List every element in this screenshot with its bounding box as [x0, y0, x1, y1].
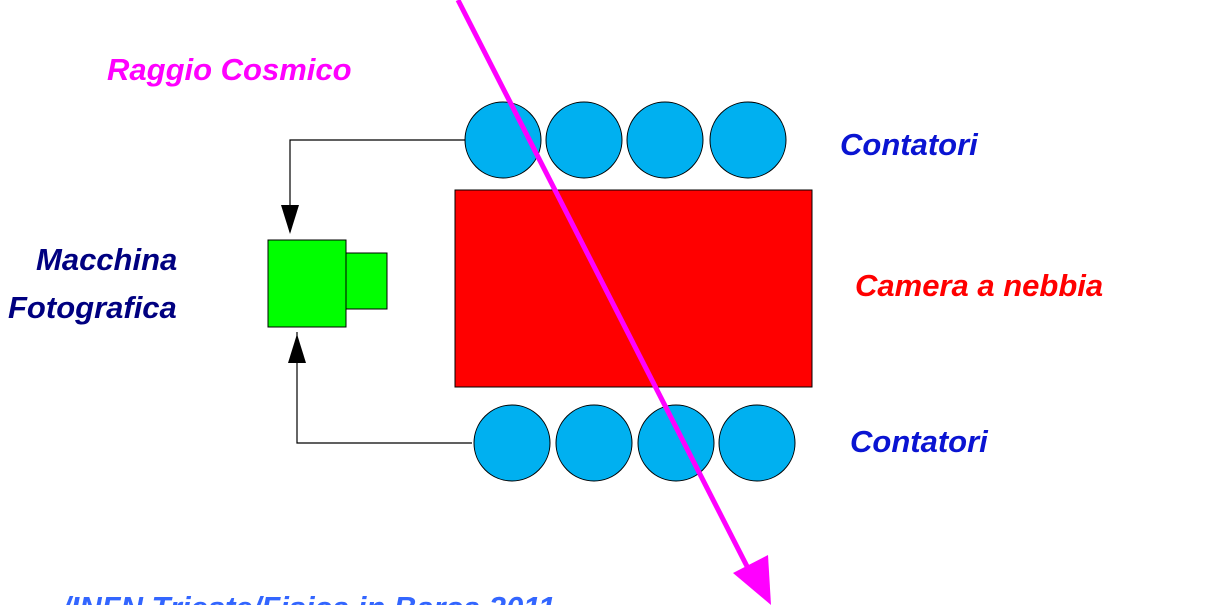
top-counters [464, 101, 787, 179]
counter [718, 404, 796, 482]
top-trigger-arrowhead [281, 205, 299, 234]
cloud-chamber [454, 189, 813, 388]
bottom-trigger-wire [296, 332, 472, 444]
counter [709, 101, 787, 179]
counters-bottom-label: Contatori [850, 424, 989, 459]
camera-label-line2: Fotografica [8, 290, 177, 325]
bottom-counters [473, 404, 796, 482]
top-trigger-wire [289, 139, 465, 232]
camera-lens [345, 252, 388, 310]
footer-credit: /INFN Trieste/Fisica in Barca 2011 [60, 590, 555, 605]
counter [626, 101, 704, 179]
counter [637, 404, 715, 482]
cosmic-ray-track [455, 0, 758, 584]
cloud-chamber-label: Camera a nebbia [855, 268, 1103, 303]
camera-label-line1: Macchina [36, 242, 177, 277]
counter [555, 404, 633, 482]
counters-top-label: Contatori [840, 127, 979, 162]
camera-body [267, 239, 347, 328]
camera-icon [267, 239, 388, 328]
counter [473, 404, 551, 482]
bottom-trigger-arrowhead [288, 334, 306, 363]
cosmic-ray-arrowhead [733, 555, 771, 605]
cosmic-ray-label: Raggio Cosmico [107, 52, 352, 87]
counter [545, 101, 623, 179]
